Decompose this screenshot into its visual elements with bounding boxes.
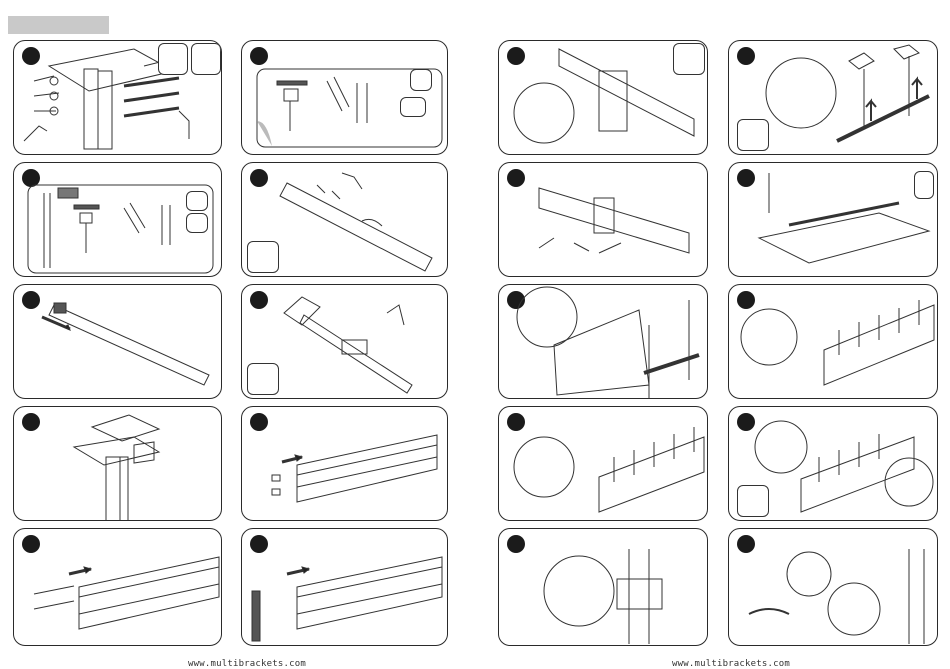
hex-key-icon [673,43,705,75]
illustration [499,529,708,646]
step-panel-4 [241,162,448,277]
illustration [14,285,222,399]
hex-key-icon [191,43,221,75]
hex-key-icon [247,363,279,395]
step-panel-2 [241,40,448,155]
step-panel-1 [13,40,222,155]
step-panel-10 [241,528,448,646]
step-panel-14 [728,162,938,277]
illustration [729,285,938,399]
header-tab [8,16,109,34]
illustration [499,407,708,521]
wrench-icon [410,69,432,91]
illustration [729,529,938,646]
step-panel-20 [728,528,938,646]
step-panel-15 [498,284,708,399]
hex-key-icon [247,241,279,273]
step-panel-7 [13,406,222,521]
illustration [729,163,938,277]
step-panel-17 [498,406,708,521]
illustration [242,407,448,521]
illustration [499,285,708,399]
footer-url-right: www.multibrackets.com [672,659,790,669]
step-panel-5 [13,284,222,399]
step-panel-18 [728,406,938,521]
illustration [14,529,222,646]
wrench-icon [158,43,188,75]
hex-key-icon [737,485,769,517]
step-panel-6 [241,284,448,399]
step-panel-13 [498,162,708,277]
step-panel-8 [241,406,448,521]
step-panel-11 [498,40,708,155]
screwdriver-icon [400,97,426,117]
screwdriver-icon [186,213,208,233]
step-panel-3 [13,162,222,277]
screwdriver-icon [186,191,208,211]
step-panel-12 [728,40,938,155]
step-panel-19 [498,528,708,646]
footer-url-left: www.multibrackets.com [188,659,306,669]
illustration [499,163,708,277]
step-panel-16 [728,284,938,399]
hex-key-icon [737,119,769,151]
step-panel-9 [13,528,222,646]
illustration [242,529,448,646]
screwdriver-icon [914,171,934,199]
illustration [14,407,222,521]
